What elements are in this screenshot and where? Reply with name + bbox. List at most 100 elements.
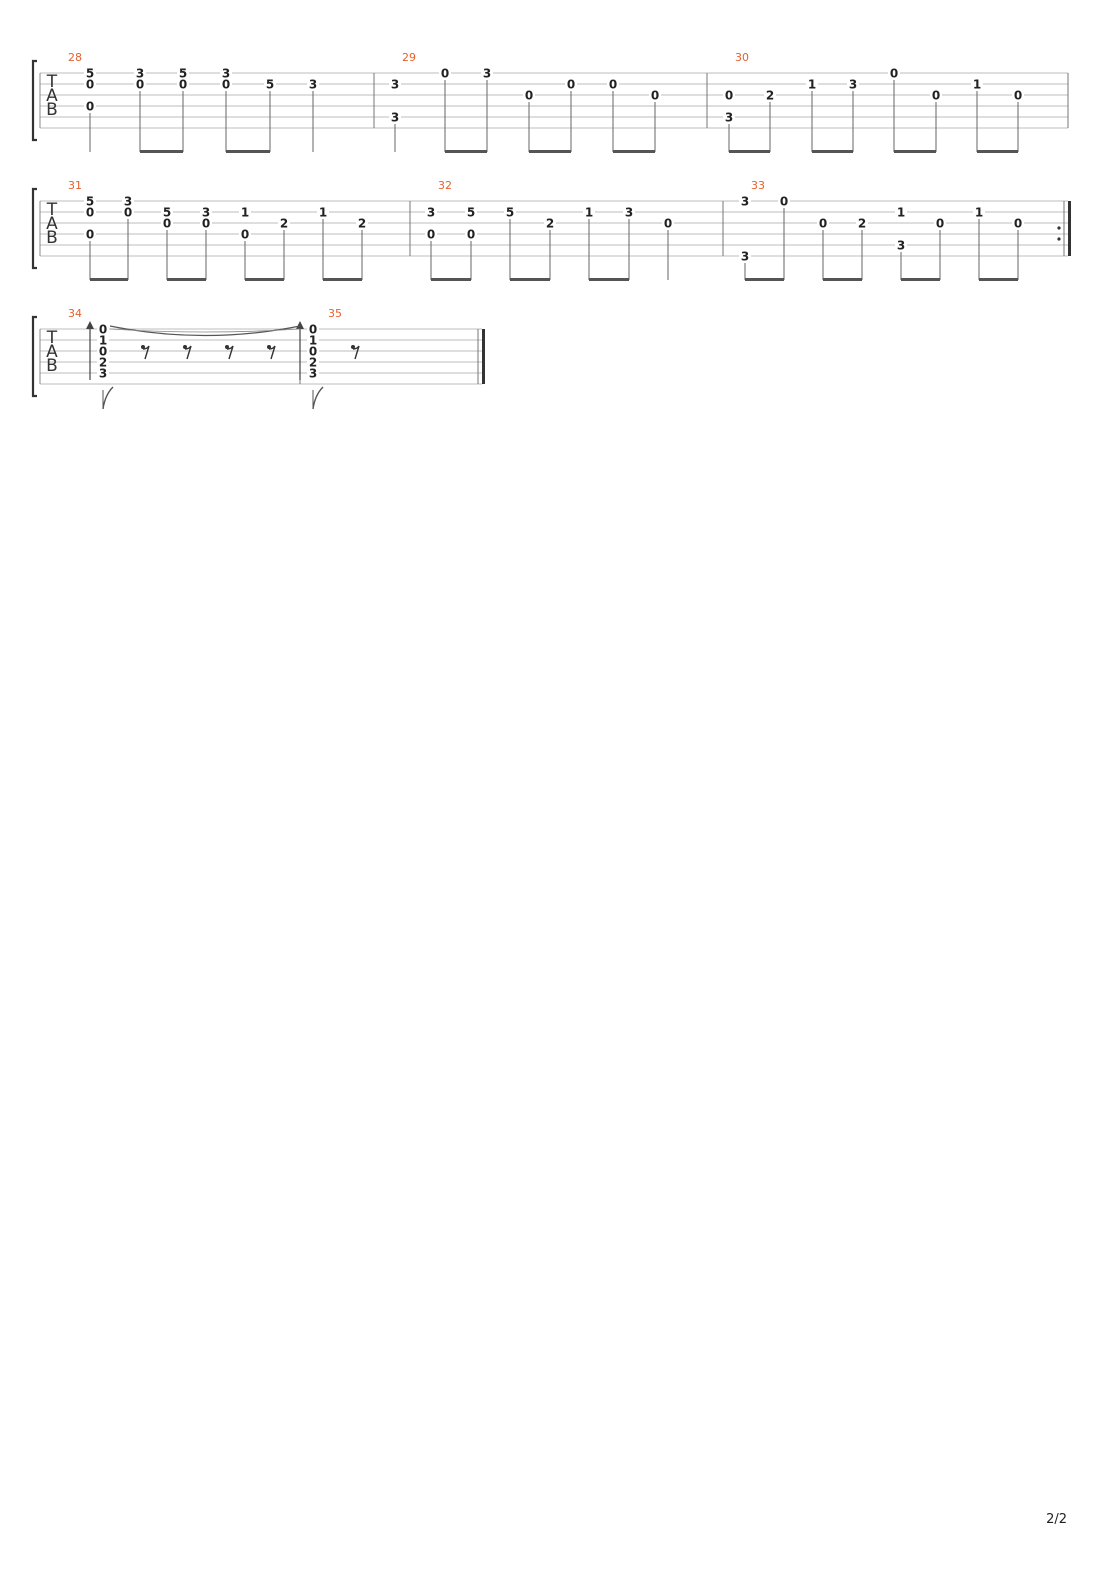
fret-number: 1 <box>309 334 317 348</box>
system-bracket <box>31 59 37 142</box>
fret-number: 3 <box>625 206 633 220</box>
fret-mask <box>465 228 477 240</box>
fret-mask <box>1012 89 1024 101</box>
fret-mask <box>930 89 942 101</box>
fret-number: 1 <box>319 206 327 220</box>
beam <box>894 150 936 153</box>
fret-number: 1 <box>808 78 816 92</box>
arpeggio-arrow-icon <box>296 321 304 329</box>
measure-number: 31 <box>68 179 82 192</box>
fret-mask <box>97 356 109 368</box>
fret-number: 3 <box>99 367 107 381</box>
fret-number: 2 <box>766 89 774 103</box>
fret-number: 0 <box>525 89 533 103</box>
fret-number: 3 <box>849 78 857 92</box>
fret-number: 5 <box>86 67 94 81</box>
fret-mask <box>662 217 674 229</box>
fret-mask <box>817 217 829 229</box>
fret-number: 3 <box>136 67 144 81</box>
tab-clef-letter: A <box>46 342 58 362</box>
fret-mask <box>84 100 96 112</box>
fret-mask <box>307 367 319 379</box>
fret-number: 2 <box>546 217 554 231</box>
repeat-dot <box>1057 237 1061 241</box>
fret-mask <box>84 195 96 207</box>
fret-mask <box>97 367 109 379</box>
fret-number: 0 <box>86 100 94 114</box>
fret-number: 0 <box>99 323 107 337</box>
fret-number: 0 <box>932 89 940 103</box>
fret-mask <box>425 206 437 218</box>
fret-number: 3 <box>202 206 210 220</box>
fret-number: 5 <box>467 206 475 220</box>
fret-mask <box>264 78 276 90</box>
fret-number: 3 <box>725 111 733 125</box>
fret-number: 0 <box>1014 89 1022 103</box>
fret-number: 0 <box>609 78 617 92</box>
system-bracket <box>31 187 37 270</box>
beam <box>823 278 862 281</box>
fret-mask <box>134 78 146 90</box>
fret-number: 3 <box>741 250 749 264</box>
fret-number: 5 <box>266 78 274 92</box>
beam <box>226 150 270 153</box>
fret-number: 3 <box>483 67 491 81</box>
fret-number: 0 <box>936 217 944 231</box>
arpeggio-arrow-icon <box>86 321 94 329</box>
fret-mask <box>307 78 319 90</box>
tab-clef-letter: T <box>46 328 58 348</box>
fret-mask <box>307 345 319 357</box>
fret-number: 5 <box>179 67 187 81</box>
tab-clef-letter: B <box>46 228 58 248</box>
fret-mask <box>523 89 535 101</box>
measure-number: 30 <box>735 51 749 64</box>
fret-mask <box>565 78 577 90</box>
tab-clef-letter: A <box>46 86 58 106</box>
fret-mask <box>84 206 96 218</box>
repeat-end-barline <box>1068 201 1071 256</box>
beam <box>529 150 571 153</box>
fret-number: 0 <box>202 217 210 231</box>
fret-mask <box>200 206 212 218</box>
fret-mask <box>122 206 134 218</box>
fret-mask <box>239 228 251 240</box>
measure-number: 35 <box>328 307 342 320</box>
fret-mask <box>425 228 437 240</box>
fret-number: 0 <box>309 345 317 359</box>
fret-mask <box>307 334 319 346</box>
fret-mask <box>544 217 556 229</box>
fret-number: 2 <box>858 217 866 231</box>
fret-number: 1 <box>973 78 981 92</box>
fret-number: 3 <box>391 78 399 92</box>
fret-mask <box>934 217 946 229</box>
beam <box>323 278 362 281</box>
fret-number: 0 <box>86 228 94 242</box>
fret-number: 3 <box>391 111 399 125</box>
fret-mask <box>504 206 516 218</box>
fret-number: 2 <box>99 356 107 370</box>
fret-number: 0 <box>99 345 107 359</box>
eighth-rest <box>267 345 276 360</box>
fret-number: 0 <box>567 78 575 92</box>
fret-number: 2 <box>358 217 366 231</box>
fret-number: 0 <box>1014 217 1022 231</box>
fret-number: 0 <box>890 67 898 81</box>
beam <box>979 278 1018 281</box>
fret-mask <box>97 323 109 335</box>
fret-number: 0 <box>819 217 827 231</box>
fret-mask <box>778 195 790 207</box>
beam <box>729 150 770 153</box>
fret-number: 3 <box>309 367 317 381</box>
measure-number: 32 <box>438 179 452 192</box>
fret-number: 2 <box>280 217 288 231</box>
fret-number: 3 <box>124 195 132 209</box>
fret-number: 0 <box>467 228 475 242</box>
fret-mask <box>97 334 109 346</box>
fret-mask <box>847 78 859 90</box>
fret-mask <box>177 78 189 90</box>
fret-mask <box>134 67 146 79</box>
repeat-dot <box>1057 226 1061 230</box>
fret-number: 0 <box>241 228 249 242</box>
